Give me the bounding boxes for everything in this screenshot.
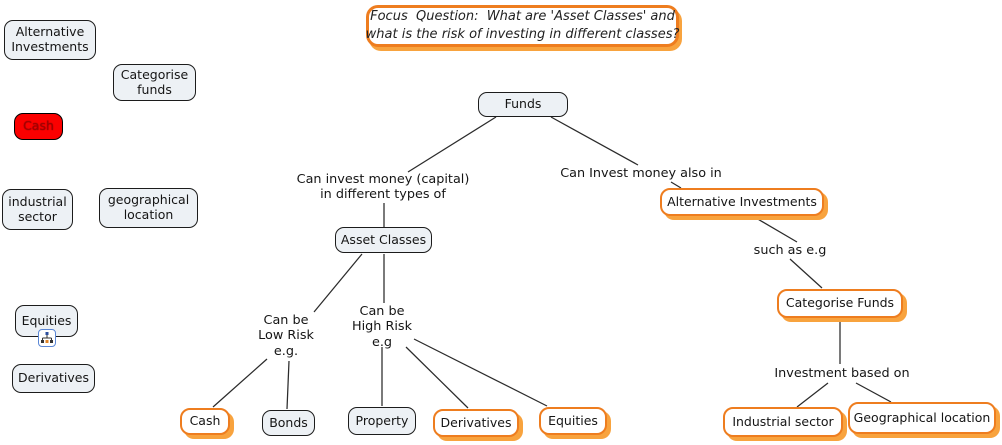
parked-node-derivatives[interactable]: Derivatives	[12, 364, 95, 393]
edge-low-risk-to-cash	[212, 358, 268, 408]
phrase-investment-based[interactable]: Investment based on	[774, 366, 910, 381]
edge-investment-based-to-industrial	[796, 382, 829, 408]
node-cash[interactable]: Cash	[180, 408, 230, 435]
edge-asset-classes-to-low-risk	[313, 253, 363, 313]
edge-funds-to-invest-capital	[407, 116, 497, 173]
linked-cmap-glyph	[41, 332, 53, 343]
phrase-invest-capital[interactable]: Can invest money (capital) in different …	[296, 172, 470, 203]
parked-node-alternative-investments[interactable]: Alternative Investments	[4, 20, 96, 60]
node-industrial-sector[interactable]: Industrial sector	[723, 407, 843, 437]
node-property[interactable]: Property	[348, 407, 416, 435]
node-bonds[interactable]: Bonds	[262, 410, 315, 436]
focus-question-box[interactable]: Focus Question: What are 'Asset Classes'…	[366, 5, 679, 47]
edge-low-risk-to-bonds	[286, 360, 290, 410]
phrase-high-risk[interactable]: Can be High Risk e.g	[351, 304, 413, 350]
edge-high-risk-to-equities	[413, 338, 548, 407]
node-asset-classes[interactable]: Asset Classes	[335, 227, 432, 253]
edge-investment-based-to-geographical	[855, 382, 892, 403]
node-equities[interactable]: Equities	[539, 407, 607, 435]
parked-node-industrial-sector[interactable]: industrial sector	[2, 189, 73, 230]
phrase-invest-also[interactable]: Can Invest money also in	[560, 166, 722, 181]
parked-node-categorise-funds[interactable]: Categorise funds	[113, 64, 196, 101]
parked-node-cash[interactable]: Cash	[14, 113, 63, 140]
phrase-such-as[interactable]: such as e.g	[753, 243, 827, 258]
node-geographical-location[interactable]: Geographical location	[848, 402, 996, 434]
edge-alt-investments-to-such-as	[755, 217, 798, 243]
edge-high-risk-to-derivatives	[405, 346, 469, 409]
parked-node-geographical-location[interactable]: geographical location	[99, 188, 198, 228]
edge-such-as-to-categorise-funds	[789, 258, 823, 289]
phrase-low-risk[interactable]: Can be Low Risk e.g.	[258, 313, 314, 359]
linked-cmap-icon[interactable]	[38, 329, 56, 347]
edge-funds-to-invest-also	[550, 116, 639, 166]
parked-node-equities[interactable]: Equities	[15, 305, 78, 337]
edge-invest-also-to-alt-investments	[670, 181, 682, 189]
node-funds[interactable]: Funds	[478, 92, 568, 117]
node-alternative-investments[interactable]: Alternative Investments	[660, 188, 824, 216]
node-categorise-funds[interactable]: Categorise Funds	[777, 289, 903, 318]
node-derivatives[interactable]: Derivatives	[433, 409, 519, 437]
